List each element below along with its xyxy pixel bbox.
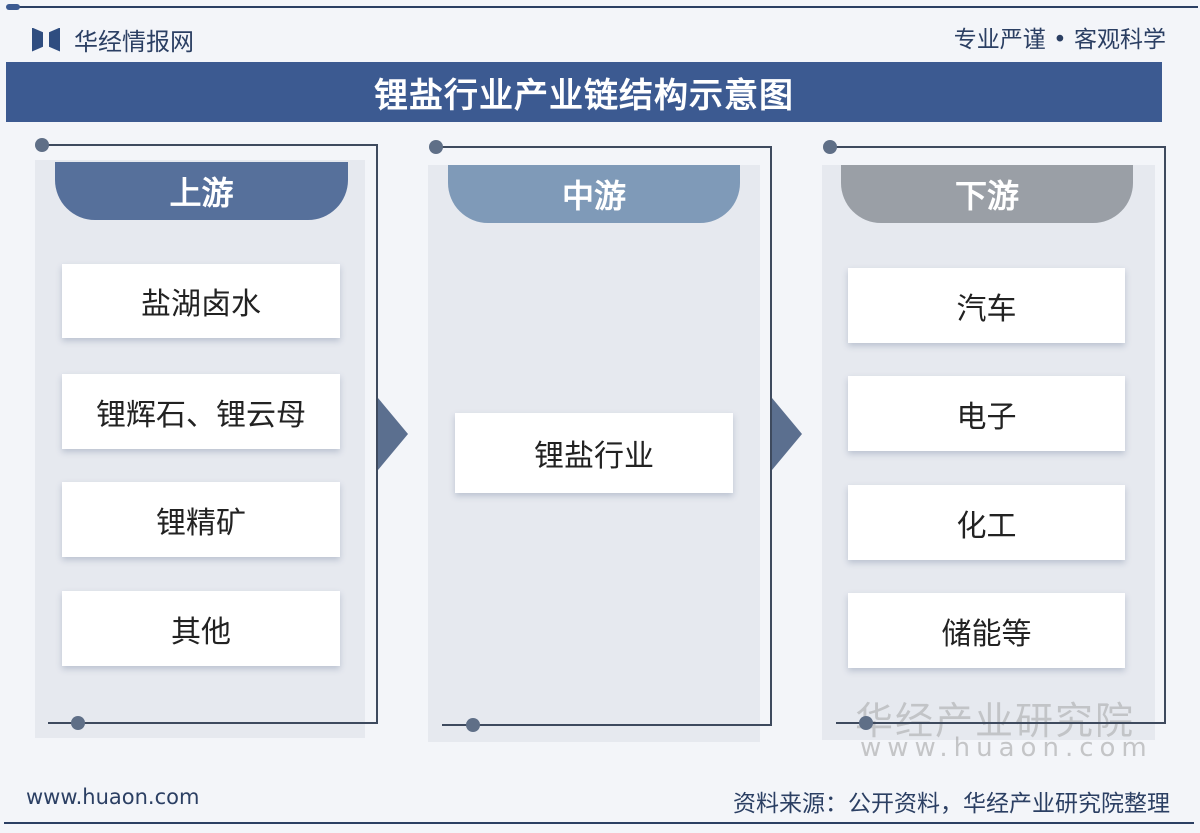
downstream-item: 储能等 (848, 593, 1125, 668)
watermark-url: www.huaon.com (860, 733, 1153, 763)
slogan: 专业严谨 • 客观科学 (953, 27, 1166, 53)
connector-dot (859, 716, 873, 730)
top-divider (6, 4, 1198, 10)
upstream-item: 锂辉石、锂云母 (62, 374, 340, 449)
connector-dot (429, 140, 443, 154)
downstream-tab: 下游 (841, 165, 1133, 223)
arrow-right-icon (772, 398, 802, 470)
connector-dot (35, 138, 49, 152)
upstream-item: 锂精矿 (62, 482, 340, 557)
footer-url: www.huaon.com (26, 785, 200, 809)
downstream-item: 化工 (848, 485, 1125, 560)
book-logo-icon (32, 28, 60, 52)
bottom-divider (4, 822, 1194, 824)
upstream-item: 盐湖卤水 (62, 264, 340, 338)
upstream-frame (48, 144, 378, 724)
midstream-tab: 中游 (448, 165, 740, 223)
footer-source: 资料来源：公开资料，华经产业研究院整理 (733, 791, 1170, 817)
arrow-right-icon (378, 398, 408, 470)
upstream-tab: 上游 (55, 162, 348, 220)
brand-name: 华经情报网 (74, 28, 194, 56)
connector-dot (466, 718, 480, 732)
connector-dot (823, 140, 837, 154)
brand-logo: 华经情报网 (32, 22, 194, 57)
downstream-frame (836, 146, 1166, 724)
downstream-item: 电子 (848, 376, 1125, 451)
midstream-item: 锂盐行业 (455, 413, 733, 493)
upstream-item: 其他 (62, 591, 340, 666)
midstream-frame (442, 146, 772, 726)
page-title: 锂盐行业产业链结构示意图 (6, 62, 1162, 122)
downstream-item: 汽车 (848, 268, 1125, 343)
connector-dot (71, 716, 85, 730)
watermark-name: 华经产业研究院 (855, 699, 1136, 743)
